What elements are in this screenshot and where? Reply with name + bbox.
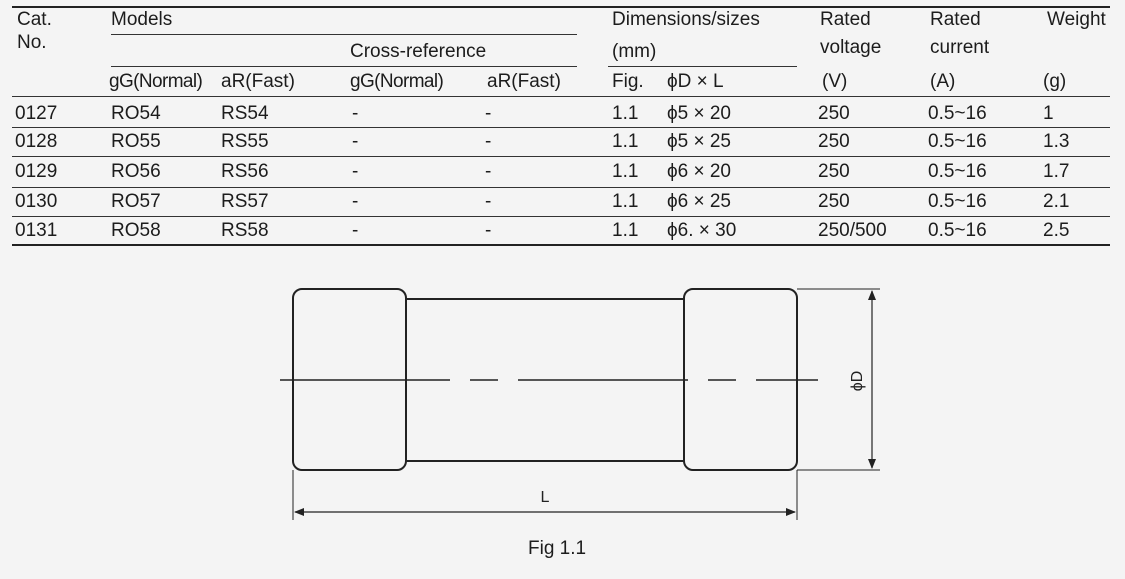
- cell-xref-ar: -: [485, 131, 492, 152]
- header-fig: Fig.: [612, 71, 644, 92]
- cell-ar-model: RS56: [221, 161, 269, 182]
- cell-dimensions: ϕ6 × 20: [667, 161, 731, 182]
- dimensions-rule: [608, 66, 797, 67]
- cell-gg-model: RO58: [111, 220, 161, 241]
- header-weight: Weight: [1047, 9, 1106, 30]
- cell-current: 0.5~16: [928, 191, 987, 212]
- cell-weight: 1.7: [1043, 161, 1070, 182]
- cell-current: 0.5~16: [928, 103, 987, 124]
- header-rated-current-2: current: [930, 37, 990, 58]
- header-bottom-rule: [12, 96, 1110, 97]
- cell-fig: 1.1: [612, 103, 639, 124]
- header-rated-voltage-1: Rated: [820, 9, 871, 30]
- cell-voltage: 250/500: [818, 220, 887, 241]
- row-separator: [12, 127, 1110, 128]
- row-separator: [12, 187, 1110, 188]
- cell-fig: 1.1: [612, 131, 639, 152]
- cell-ar-model: RS55: [221, 131, 269, 152]
- cell-xref-gg: -: [352, 131, 359, 152]
- cell-dimensions: ϕ6 × 25: [667, 191, 731, 212]
- cell-fig: 1.1: [612, 220, 639, 241]
- cell-voltage: 250: [818, 191, 850, 212]
- cell-voltage: 250: [818, 161, 850, 182]
- header-ar-fast: aR(Fast): [221, 71, 295, 92]
- cell-ar-model: RS57: [221, 191, 269, 212]
- header-rated-current-unit: (A): [930, 71, 956, 92]
- cell-dimensions: ϕ6. × 30: [667, 220, 737, 241]
- cell-fig: 1.1: [612, 161, 639, 182]
- diameter-label: ϕD: [849, 371, 866, 392]
- cell-xref-ar: -: [485, 191, 492, 212]
- header-gg-normal: gG(Normal): [109, 71, 203, 92]
- cell-ar-model: RS54: [221, 103, 269, 124]
- header-cross-reference: Cross-reference: [350, 41, 487, 62]
- header-rated-current-1: Rated: [930, 9, 981, 30]
- cell-xref-gg: -: [352, 161, 359, 182]
- cell-xref-gg: -: [352, 103, 359, 124]
- cell-cat-no: 0130: [15, 191, 58, 212]
- cell-cat-no: 0131: [15, 220, 58, 241]
- cell-gg-model: RO55: [111, 131, 161, 152]
- cell-voltage: 250: [818, 103, 850, 124]
- cell-current: 0.5~16: [928, 220, 987, 241]
- header-dimensions: Dimensions/sizes: [612, 9, 760, 30]
- cell-xref-gg: -: [352, 191, 359, 212]
- row-separator: [12, 156, 1110, 157]
- cell-current: 0.5~16: [928, 161, 987, 182]
- table-bottom-rule: [12, 244, 1110, 246]
- cell-xref-ar: -: [485, 103, 492, 124]
- header-dimensions-unit: (mm): [612, 41, 657, 62]
- header-weight-unit: (g): [1043, 71, 1067, 92]
- cell-dimensions: ϕ5 × 25: [667, 131, 731, 152]
- cell-weight: 1.3: [1043, 131, 1070, 152]
- cell-cat-no: 0129: [15, 161, 58, 182]
- cell-gg-model: RO57: [111, 191, 161, 212]
- header-xref-ar-fast: aR(Fast): [487, 71, 561, 92]
- header-cat-no-line2: No.: [17, 32, 47, 53]
- cell-ar-model: RS58: [221, 220, 269, 241]
- cross-reference-rule: [111, 66, 577, 67]
- cell-weight: 1: [1043, 103, 1054, 124]
- header-rated-voltage-2: voltage: [820, 37, 882, 58]
- row-separator: [12, 216, 1110, 217]
- cell-xref-ar: -: [485, 161, 492, 182]
- figure-caption: Fig 1.1: [528, 538, 587, 559]
- header-xref-gg-normal: gG(Normal): [350, 71, 444, 92]
- cell-gg-model: RO56: [111, 161, 161, 182]
- models-group-rule: [111, 34, 577, 35]
- cell-current: 0.5~16: [928, 131, 987, 152]
- header-cat-no-line1: Cat.: [17, 9, 52, 30]
- cell-cat-no: 0128: [15, 131, 58, 152]
- cell-cat-no: 0127: [15, 103, 58, 124]
- header-rated-voltage-unit: (V): [822, 71, 848, 92]
- cell-fig: 1.1: [612, 191, 639, 212]
- fuse-drawing: ϕD L: [280, 288, 880, 520]
- cell-weight: 2.1: [1043, 191, 1070, 212]
- cell-xref-ar: -: [485, 220, 492, 241]
- header-models: Models: [111, 9, 173, 30]
- cell-voltage: 250: [818, 131, 850, 152]
- cell-dimensions: ϕ5 × 20: [667, 103, 731, 124]
- cell-weight: 2.5: [1043, 220, 1070, 241]
- cell-gg-model: RO54: [111, 103, 161, 124]
- table-top-rule: [12, 6, 1110, 8]
- cell-xref-gg: -: [352, 220, 359, 241]
- header-phid-l: ϕD × L: [667, 71, 724, 92]
- length-label: L: [541, 489, 550, 506]
